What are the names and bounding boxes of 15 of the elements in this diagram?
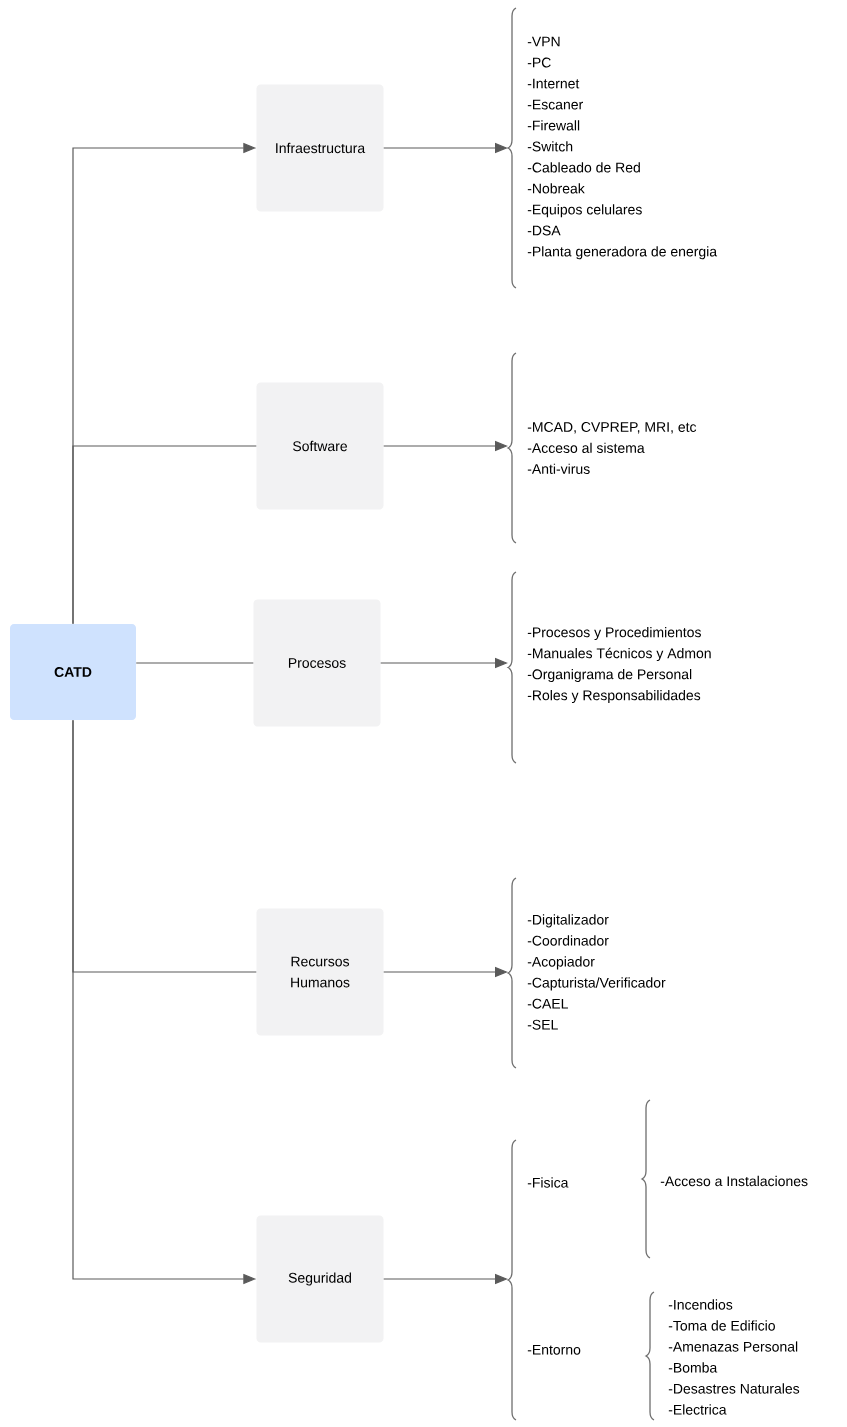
bracketed-list: -Digitalizador -Coordinador -Acopiador -Capturista/Verificador -CAEL -SEL bbox=[507, 877, 666, 1069]
category-box: Procesos bbox=[253, 599, 381, 727]
root-box: CATD bbox=[10, 624, 136, 720]
category-box: Software bbox=[256, 382, 384, 510]
connector bbox=[72, 445, 257, 625]
bracketed-list: -Incendios -Toma de Edificio -Amenazas Personal -Bomba -Desastres Naturales -Electrica bbox=[645, 1291, 800, 1421]
category-box: Infraestructura bbox=[256, 84, 384, 212]
bracketed-list: -Fisica -Entorno bbox=[507, 1139, 581, 1421]
bracketed-list: -Procesos y Procedimientos -Manuales Técnicos y Admon -Organigrama de Personal -Roles y Responsabilidades bbox=[507, 571, 711, 764]
category-box: Recursos Humanos bbox=[256, 908, 384, 1036]
bracketed-list: -VPN -PC -Internet -Escaner -Firewall -Switch -Cableado de Red -Nobreak -Equipos celulares -DSA -Planta generadora de energia bbox=[507, 7, 718, 289]
connector bbox=[135, 662, 254, 664]
category-box: Seguridad bbox=[256, 1215, 384, 1343]
bracketed-list: -Acceso a Instalaciones bbox=[641, 1099, 808, 1259]
bracketed-list: -MCAD, CVPREP, MRI, etc -Acceso al sistema -Anti-virus bbox=[507, 352, 697, 544]
